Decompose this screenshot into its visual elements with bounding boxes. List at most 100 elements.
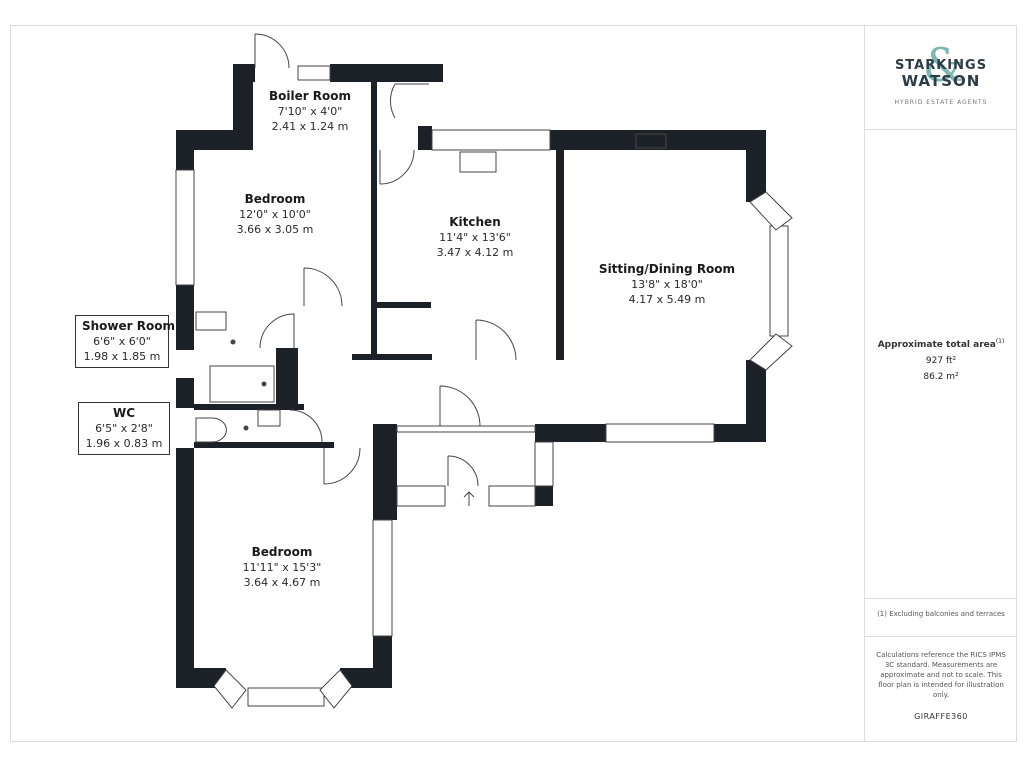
room-label-sitting-dining: Sitting/Dining Room 13'8" x 18'0" 4.17 x… [597, 262, 737, 307]
dot [243, 425, 249, 431]
door [447, 455, 479, 487]
area-footnote-mark: (1) [995, 338, 1005, 345]
area-title-line: Approximate total area(1) [865, 334, 1017, 353]
wall [714, 424, 766, 442]
room-dim-metric: 4.17 x 5.49 m [628, 293, 706, 306]
window [534, 441, 554, 487]
wall [418, 126, 432, 150]
giraffe360-brand: GIRAFFE360 [914, 712, 968, 721]
room-name: WC [112, 406, 136, 420]
wall [176, 448, 194, 688]
area-title: Approximate total area [877, 340, 996, 350]
room-label-bedroom-1: Bedroom 12'0" x 10'0" 3.66 x 3.05 m [215, 192, 335, 237]
dot [230, 339, 236, 345]
door [289, 409, 323, 443]
fireplace [635, 133, 667, 149]
door [389, 83, 429, 119]
wall [373, 424, 397, 520]
room-label-shower: Shower Room 6'6" x 6'0" 1.98 x 1.85 m [75, 315, 175, 368]
wall [746, 360, 766, 442]
area-sqft: 927 ft² [925, 356, 957, 366]
logo-ampersand: & [923, 38, 964, 92]
wall [330, 64, 443, 82]
wall [371, 302, 431, 308]
wall [535, 424, 607, 442]
wall [194, 442, 334, 448]
door [254, 33, 290, 69]
wall [176, 130, 194, 170]
room-label-wc: WC 6'5" x 2'8" 1.96 x 0.83 m [78, 402, 170, 455]
room-label-boiler: Boiler Room 7'10" x 4'0" 2.41 x 1.24 m [250, 89, 370, 134]
room-dim-imperial: 13'8" x 18'0" [631, 278, 703, 291]
room-label-kitchen: Kitchen 11'4" x 13'6" 3.47 x 4.12 m [415, 215, 535, 260]
window [175, 169, 195, 286]
door [379, 149, 415, 185]
room-name: Shower Room [82, 319, 175, 333]
room-dim-imperial: 7'10" x 4'0" [277, 105, 343, 118]
window [319, 669, 353, 709]
floor-plan-drawing [175, 33, 793, 709]
shower-tray [209, 365, 275, 403]
window [769, 225, 789, 337]
entrance-arrow-icon [463, 491, 475, 506]
divider [865, 598, 1017, 599]
wall [233, 64, 253, 144]
wall [176, 668, 226, 688]
info-panel: & STARKINGS WATSON HYBRID ESTATE AGENTS … [864, 26, 1017, 741]
room-dim-imperial: 6'6" x 6'0" [93, 335, 151, 348]
windows-and-fixtures [175, 33, 793, 709]
room-dim-metric: 3.47 x 4.12 m [436, 246, 514, 259]
indicator-dots [230, 339, 267, 431]
window [749, 191, 793, 231]
room-dim-imperial: 12'0" x 10'0" [239, 208, 311, 221]
room-name: Bedroom [251, 545, 313, 559]
window [605, 423, 715, 443]
wall [550, 130, 766, 150]
window [213, 669, 247, 709]
room-dim-metric: 1.98 x 1.85 m [83, 350, 161, 363]
dot [261, 381, 267, 387]
door [439, 385, 481, 427]
wall [373, 636, 392, 688]
wall [535, 486, 553, 506]
total-area: Approximate total area(1) 927 ft² 86.2 m… [865, 334, 1017, 385]
room-dim-imperial: 6'5" x 2'8" [95, 422, 153, 435]
door [475, 319, 517, 361]
disclaimer-note: Calculations reference the RICS IPMS 3C … [876, 651, 1006, 699]
wall [176, 130, 253, 150]
sink [459, 151, 497, 173]
window [396, 485, 446, 507]
divider [865, 129, 1017, 130]
logo-line-1: STARKINGS [894, 58, 988, 73]
logo-line-2: WATSON [901, 72, 981, 90]
room-label-bedroom-2: Bedroom 11'11" x 15'3" 3.64 x 4.67 m [222, 545, 342, 590]
room-name: Kitchen [449, 215, 501, 229]
wall [352, 354, 432, 360]
window [431, 129, 551, 151]
window [396, 425, 536, 433]
room-dim-metric: 3.64 x 4.67 m [243, 576, 321, 589]
area-sqm: 86.2 m² [923, 372, 959, 382]
excluding-note: (1) Excluding balconies and terraces [877, 610, 1005, 618]
door [303, 267, 343, 307]
window [488, 485, 536, 507]
wall [746, 130, 766, 202]
door [323, 447, 361, 485]
window [749, 333, 793, 371]
door [259, 313, 295, 349]
wall [233, 64, 255, 82]
room-dim-metric: 1.96 x 0.83 m [85, 437, 163, 450]
floor-plan-sheet [10, 25, 1017, 742]
divider [865, 636, 1017, 637]
room-dim-imperial: 11'11" x 15'3" [242, 561, 322, 574]
room-name: Boiler Room [268, 89, 352, 103]
wall [556, 150, 564, 360]
room-dim-metric: 3.66 x 3.05 m [236, 223, 314, 236]
toilet [195, 417, 227, 443]
wall [276, 348, 298, 410]
walls [176, 64, 766, 688]
basin [257, 409, 281, 427]
room-dim-imperial: 11'4" x 13'6" [439, 231, 511, 244]
room-name: Bedroom [244, 192, 306, 206]
window [297, 65, 331, 81]
